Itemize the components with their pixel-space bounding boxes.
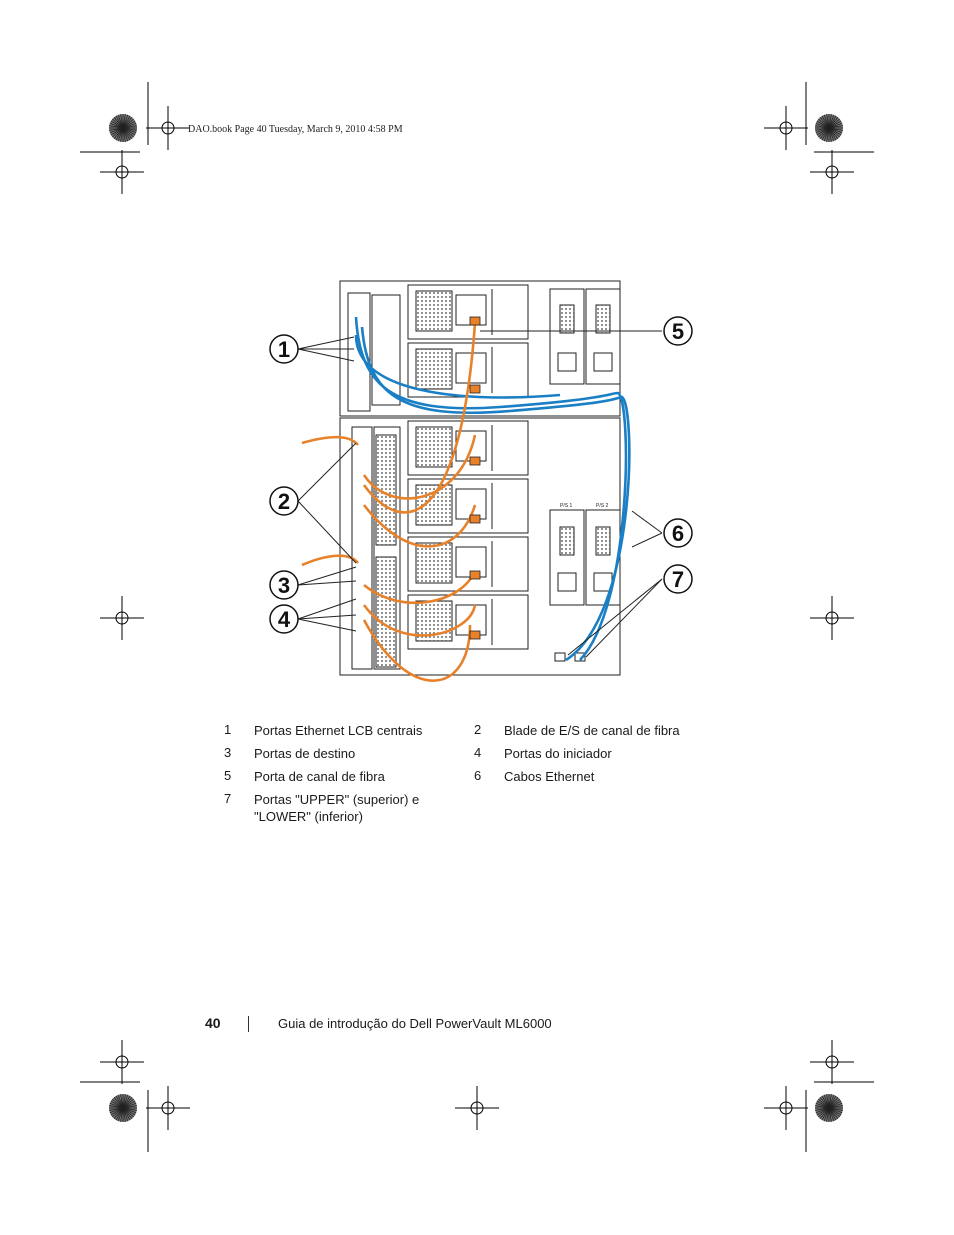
ps2-label: P/S 2 (596, 503, 608, 509)
power-supply-upper (549, 288, 621, 385)
legend-number: 7 (224, 791, 232, 806)
color-dial (815, 1094, 843, 1122)
tape-drive (407, 420, 529, 476)
callout-6: 6 (663, 518, 693, 548)
fibre-channel-cables (301, 322, 477, 682)
ps1-label: P/S 1 (560, 503, 572, 509)
tape-drive (407, 478, 529, 534)
legend-text: Portas do iniciador (504, 746, 612, 761)
legend-number: 1 (224, 722, 232, 737)
page-number: 40 (205, 1015, 221, 1031)
power-supply-lower (549, 509, 621, 606)
legend-text: Portas de destino (254, 746, 356, 761)
footer-title: Guia de introdução do Dell PowerVault ML… (278, 1016, 552, 1031)
print-header: DAO.book Page 40 Tuesday, March 9, 2010 … (188, 124, 403, 135)
legend-text: Portas Ethernet LCB centrais (254, 723, 423, 738)
lower-port (574, 652, 586, 662)
color-dial (109, 114, 137, 142)
legend-number: 4 (474, 745, 482, 760)
ethernet-cables (354, 316, 631, 662)
legend-text: Porta de canal de fibra (254, 769, 385, 784)
callout-label: 6 (672, 521, 684, 546)
legend-number: 6 (474, 768, 482, 783)
callout-5: 5 (663, 316, 693, 346)
callout-2: 2 (269, 486, 299, 516)
callout-label: 4 (278, 607, 291, 632)
legend-number: 5 (224, 768, 232, 783)
legend-text: Blade de E/S de canal de fibra (504, 723, 680, 738)
fc-io-blade (351, 426, 373, 670)
callout-label: 3 (278, 573, 290, 598)
legend-text: Portas "UPPER" (superior) e "LOWER" (inf… (254, 792, 420, 824)
legend-text: Cabos Ethernet (504, 769, 595, 784)
callout-7: 7 (663, 564, 693, 594)
library-cabling-diagram: P/S 1 P/S 2 1 2 3 4 5 6 7 (269, 280, 693, 682)
color-dial (109, 1094, 137, 1122)
footer-divider (248, 1016, 249, 1032)
callout-leaders (297, 330, 663, 658)
legend-number: 3 (224, 745, 232, 760)
callout-label: 2 (278, 489, 290, 514)
callout-label: 5 (672, 319, 684, 344)
callout-label: 1 (278, 337, 290, 362)
callout-3: 3 (269, 570, 299, 600)
legend-number: 2 (474, 722, 482, 737)
color-dial (815, 114, 843, 142)
tape-drive (407, 284, 529, 340)
callout-4: 4 (269, 604, 299, 634)
callout-label: 7 (672, 567, 684, 592)
callout-1: 1 (269, 334, 299, 364)
upper-port (554, 652, 566, 662)
